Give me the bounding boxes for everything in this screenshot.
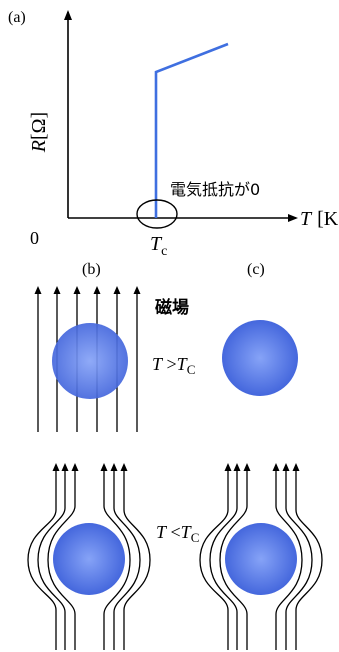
origin-label: 0 <box>30 228 39 248</box>
zero-resistance-annotation: 電気抵抗が0 <box>170 180 260 199</box>
resistance-curve <box>154 42 229 218</box>
sphere-normal-c <box>222 320 298 396</box>
condition-below-tc: T <TC <box>156 522 199 545</box>
panel-a: (a) R[Ω] T[K] 0 Tc 電気抵抗が0 <box>8 9 339 259</box>
panel-c-superconducting-state <box>199 463 323 650</box>
x-axis-label: T[K] <box>300 208 339 230</box>
panel-b-label: (b) <box>82 261 101 278</box>
expelled-field-lines-b <box>27 463 151 650</box>
magnetic-field-label: 磁場 <box>155 297 189 318</box>
tc-label: Tc <box>150 233 167 259</box>
sphere-superconducting-c <box>225 523 297 595</box>
y-axis-label: R[Ω] <box>28 112 50 153</box>
tc-highlight-ellipse <box>136 199 178 229</box>
expelled-field-lines-c <box>199 463 323 650</box>
panel-c-label: (c) <box>247 261 265 278</box>
panel-b-normal-state <box>34 286 141 432</box>
condition-above-tc: T >TC <box>152 354 195 377</box>
sphere-normal-b <box>52 323 128 399</box>
panel-b-superconducting-state <box>27 463 151 650</box>
sphere-superconducting-b <box>53 523 125 595</box>
panel-a-label: (a) <box>8 9 26 26</box>
